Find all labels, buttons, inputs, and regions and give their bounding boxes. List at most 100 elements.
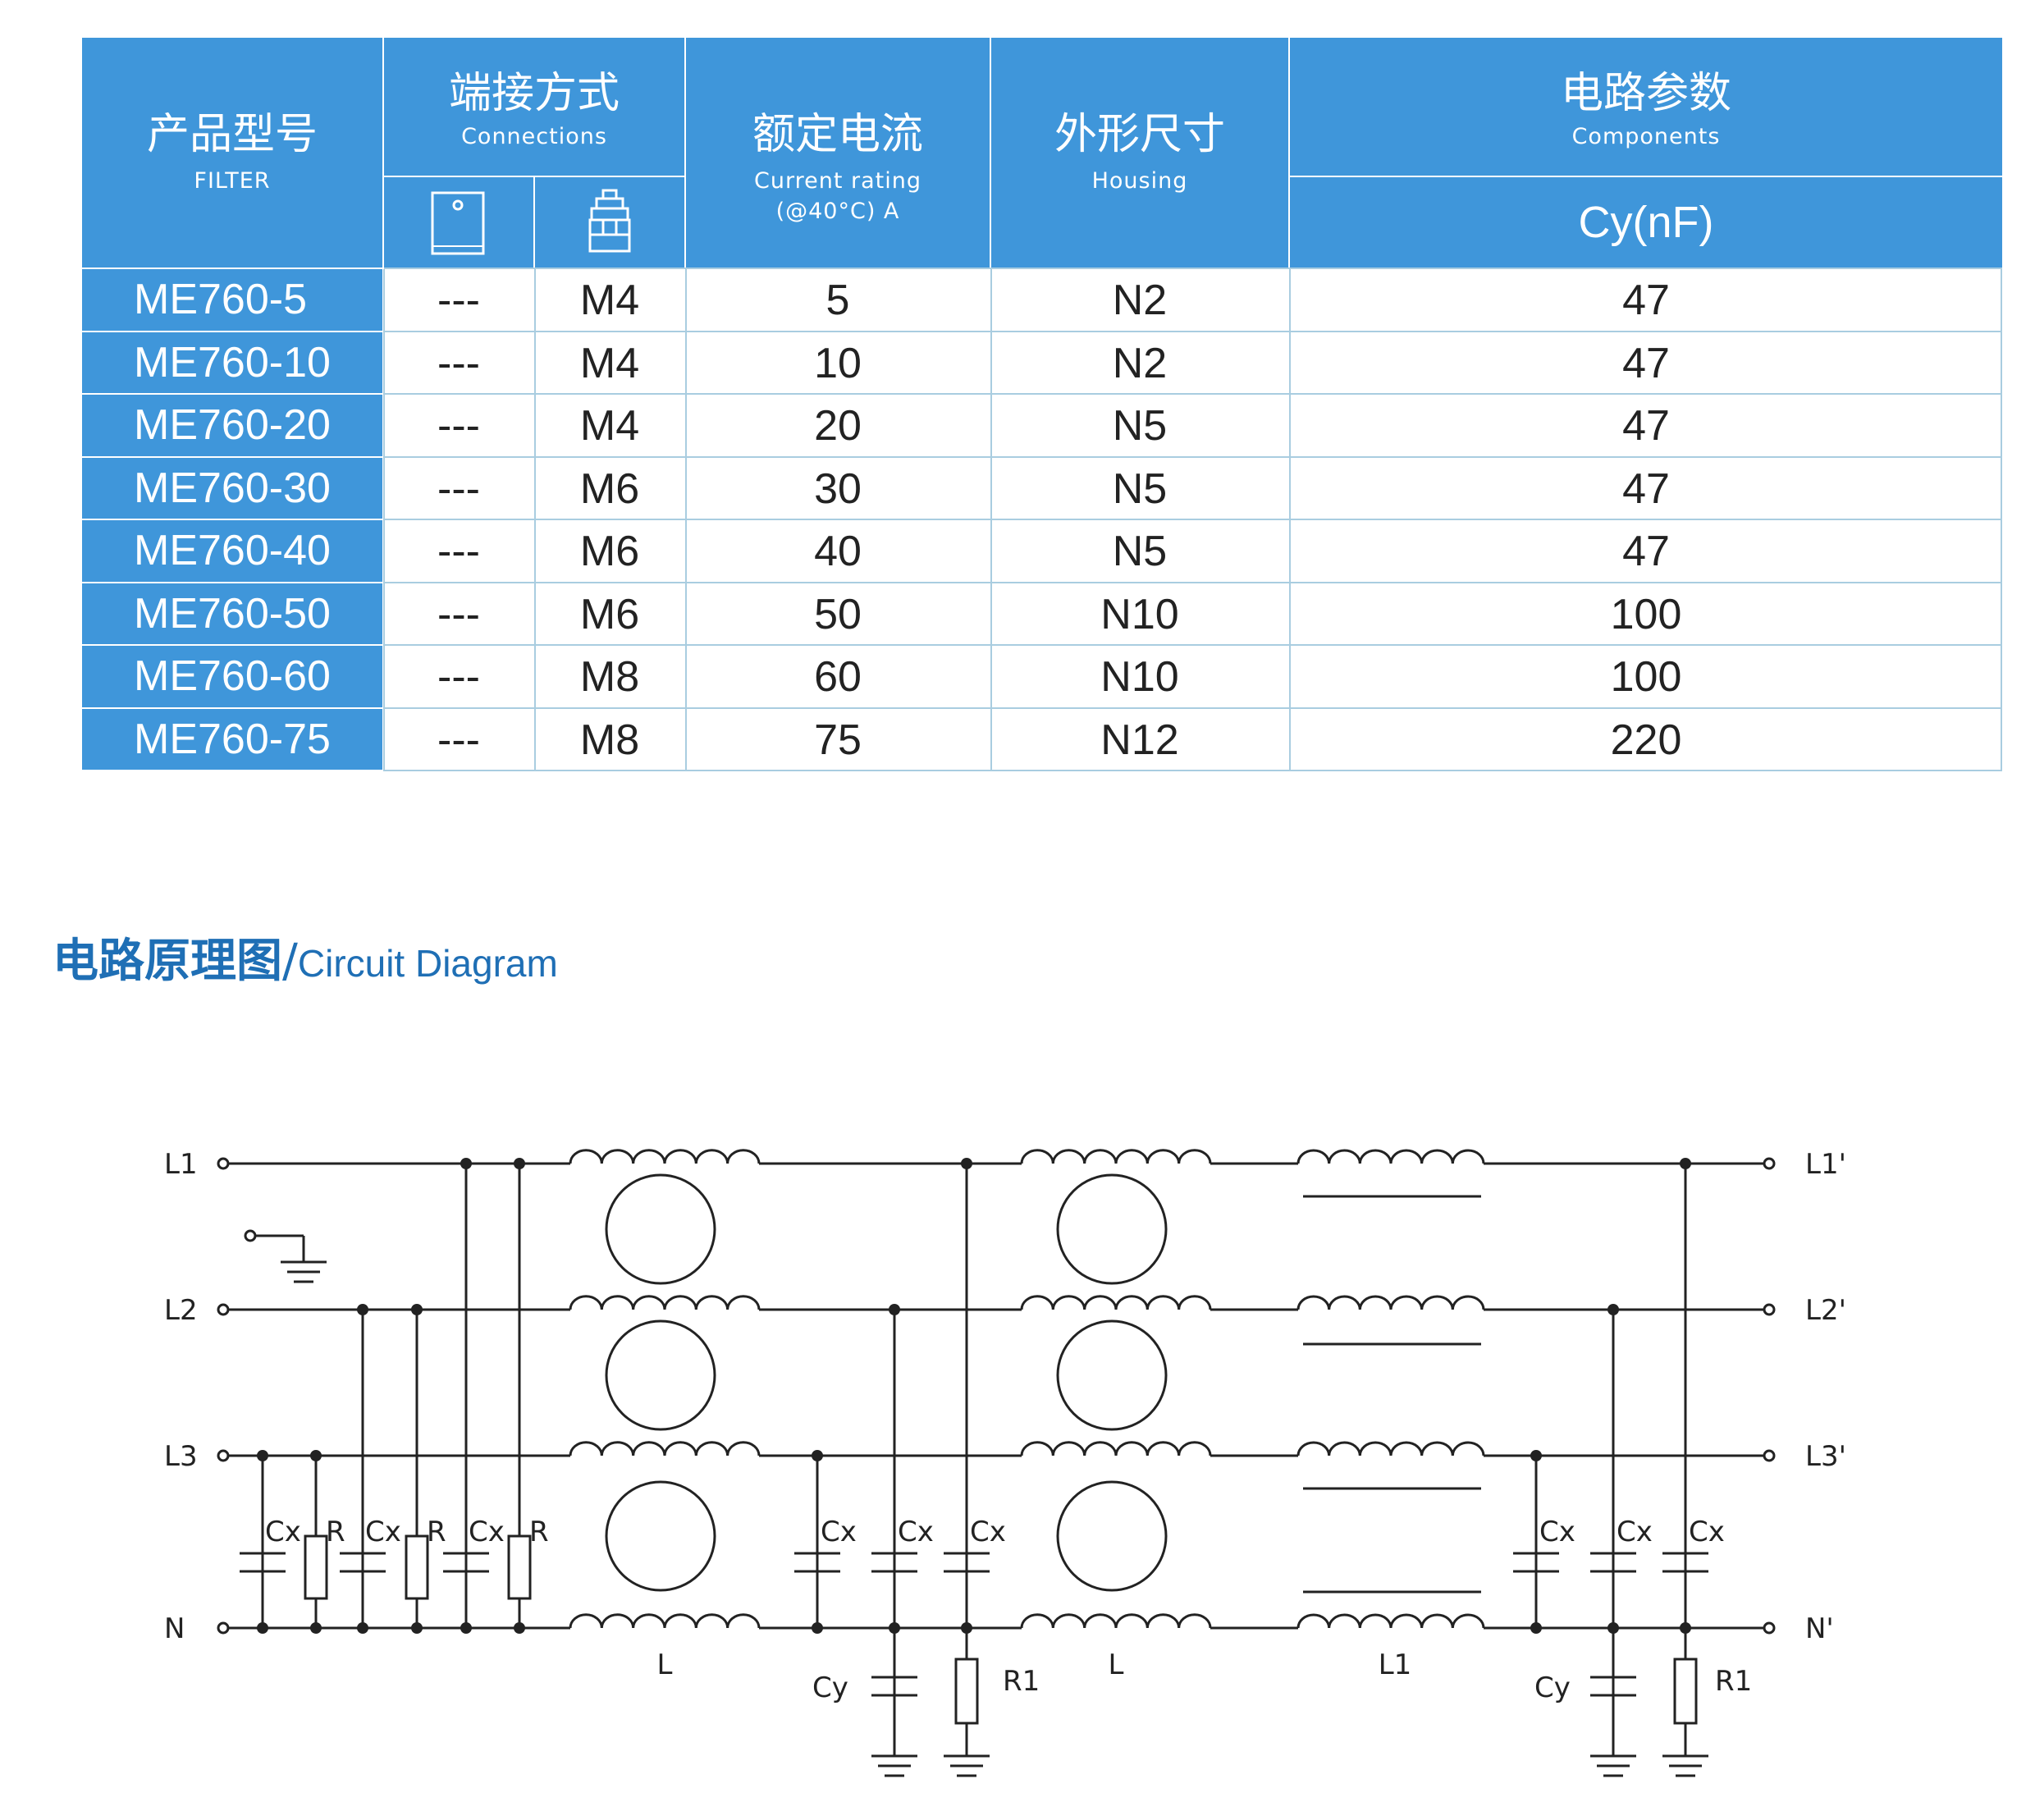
cell-conn2: M4 [579, 277, 640, 325]
junction-dot [514, 1622, 525, 1634]
label-r: R [529, 1516, 549, 1548]
cell-housing: N5 [1112, 402, 1168, 450]
column-divider [2001, 269, 2002, 771]
cell-model: ME760-10 [82, 332, 382, 393]
choke-core [605, 1173, 716, 1285]
column-divider [685, 269, 687, 771]
cell-conn1: --- [437, 716, 480, 764]
bolt-terminal-icon [588, 189, 631, 253]
label-output: L3' [1805, 1440, 1846, 1473]
label-l: L [1109, 1649, 1124, 1681]
cell-conn2: M6 [579, 464, 640, 513]
inductor-L1 [1296, 1441, 1485, 1456]
cell-current: 5 [825, 277, 850, 325]
junction-dot [257, 1622, 268, 1634]
cell-housing: N5 [1112, 464, 1168, 513]
row-divider [384, 455, 2002, 458]
inductor-L [1020, 1441, 1212, 1456]
label-cx: Cx [365, 1516, 401, 1548]
inductor-L1 [1296, 1295, 1485, 1310]
header-housing-en: Housing [1091, 168, 1188, 194]
junction-dot [961, 1622, 972, 1634]
cell-model: ME760-20 [82, 395, 382, 456]
junction-dot [1530, 1622, 1542, 1634]
cell-conn2: M4 [579, 402, 640, 450]
label-input: L3 [164, 1440, 198, 1473]
section-title: 电路原理图/Circuit Diagram [53, 924, 558, 990]
label-l1: L1 [1379, 1649, 1412, 1681]
cell-model: ME760-75 [82, 708, 382, 770]
terminal [217, 1157, 230, 1170]
resistor-r [304, 1534, 328, 1600]
section-title-en: Circuit Diagram [297, 942, 558, 985]
header-current-en: Current rating [754, 168, 921, 194]
header-cy: Cy(nF) [1290, 177, 2002, 268]
choke-core [605, 1319, 716, 1431]
cell-current: 50 [814, 590, 862, 638]
cell-model: ME760-60 [82, 646, 382, 707]
terminal [1763, 1303, 1776, 1316]
terminal [1763, 1621, 1776, 1635]
header-conn-icon-1 [384, 177, 533, 268]
cell-housing: N12 [1100, 716, 1179, 764]
column-divider [990, 269, 992, 771]
label-output: L1' [1805, 1148, 1846, 1181]
cell-housing: N5 [1112, 528, 1168, 576]
junction-dot [411, 1622, 423, 1634]
cell-current: 10 [814, 339, 862, 387]
cell-cy: 47 [1622, 528, 1670, 576]
junction-dot [812, 1450, 823, 1461]
junction-dot [812, 1622, 823, 1634]
header-components: 电路参数 Components [1290, 38, 2002, 176]
label-input: L2 [164, 1294, 198, 1327]
junction-dot [1607, 1622, 1619, 1634]
cell-conn1: --- [437, 528, 480, 576]
cell-conn2: M6 [579, 528, 640, 576]
junction-dot [310, 1450, 322, 1461]
cell-cy: 100 [1610, 590, 1682, 638]
section-title-cn: 电路原理图 [53, 935, 282, 988]
column-divider [534, 269, 536, 771]
junction-dot [1680, 1158, 1691, 1169]
junction-dot [889, 1622, 900, 1634]
junction-dot [460, 1622, 472, 1634]
cell-conn2: M8 [579, 716, 640, 764]
header-current-cn: 额定电流 [752, 110, 923, 159]
header-model-cn: 产品型号 [146, 110, 318, 159]
label-input: L1 [164, 1148, 198, 1181]
label-cx: Cx [1539, 1516, 1575, 1548]
label-cx: Cx [898, 1516, 934, 1548]
resistor-r [507, 1534, 532, 1600]
row-divider [384, 519, 2002, 520]
resistor-r1 [954, 1658, 979, 1725]
cell-conn1: --- [437, 339, 480, 387]
header-cy-label: Cy(nF) [1578, 198, 1714, 247]
inductor-L1 [1296, 1613, 1485, 1629]
cell-model: ME760-30 [82, 457, 382, 519]
spec-table: 产品型号 FILTER 端接方式 Connections 额定电流 Curren… [82, 38, 2002, 781]
header-model-en: FILTER [194, 168, 271, 194]
terminal [1763, 1157, 1776, 1170]
header-current-en2: (@40°C) A [775, 199, 900, 225]
terminal [217, 1449, 230, 1462]
junction-dot [514, 1158, 525, 1169]
choke-core [605, 1480, 716, 1592]
header-housing: 外形尺寸 Housing [991, 38, 1288, 268]
label-output: N' [1805, 1612, 1834, 1645]
junction-dot [889, 1304, 900, 1315]
label-r: R [326, 1516, 345, 1548]
cell-conn1: --- [437, 464, 480, 513]
row-divider [384, 581, 2002, 583]
inductor-L [569, 1295, 761, 1310]
resistor-r [405, 1534, 429, 1600]
label-r: R [427, 1516, 446, 1548]
cell-current: 40 [814, 528, 862, 576]
cell-housing: N10 [1100, 653, 1179, 702]
section-title-separator: / [282, 935, 298, 988]
label-l: L [657, 1649, 673, 1681]
cell-conn2: M6 [579, 590, 640, 638]
junction-dot [460, 1158, 472, 1169]
row-divider [384, 393, 2002, 395]
column-divider [1289, 269, 1291, 771]
